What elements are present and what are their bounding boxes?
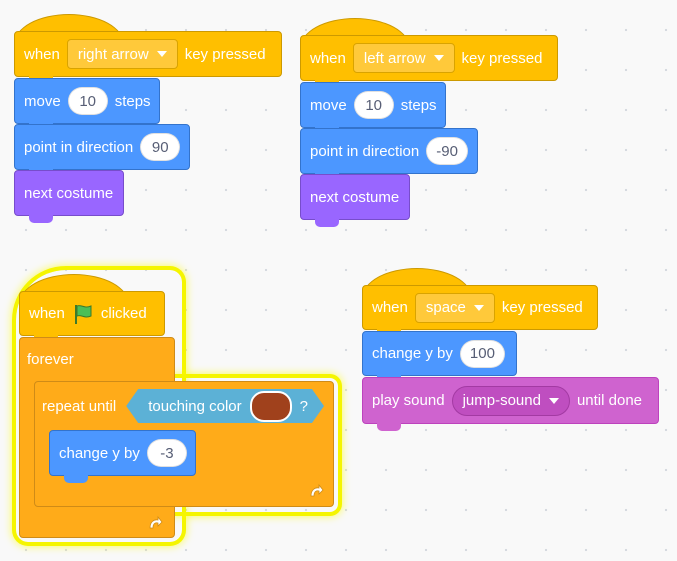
steps-input[interactable]: 10 xyxy=(353,91,394,119)
when-key-pressed-block[interactable]: when space key pressed xyxy=(362,285,598,337)
block-label: change y by xyxy=(372,345,453,362)
key-dropdown[interactable]: space xyxy=(414,292,495,323)
chevron-down-icon xyxy=(473,304,484,311)
condition-suffix: ? xyxy=(299,397,308,415)
block-label: clicked xyxy=(100,305,147,322)
forever-label-row: forever xyxy=(19,337,83,381)
touching-color-condition[interactable]: touching color ? xyxy=(126,389,324,423)
dropdown-value: left arrow xyxy=(363,49,426,67)
dropdown-value: right arrow xyxy=(77,45,149,63)
block-label: play sound xyxy=(372,392,445,409)
next-costume-block[interactable]: next costume xyxy=(300,174,410,227)
block-label: when xyxy=(372,299,408,316)
block-label: forever xyxy=(27,350,74,368)
chevron-down-icon xyxy=(156,51,167,57)
when-flag-clicked-block[interactable]: when clicked xyxy=(19,291,165,343)
when-key-pressed-block[interactable]: when left arrow key pressed xyxy=(300,35,558,88)
block-label: key pressed xyxy=(184,45,266,63)
key-dropdown[interactable]: left arrow xyxy=(352,43,455,73)
change-y-block[interactable]: change y by -3 xyxy=(49,430,196,483)
move-steps-block[interactable]: move 10 steps xyxy=(14,78,160,131)
change-y-block[interactable]: change y by 100 xyxy=(362,331,517,383)
block-label: change y by xyxy=(59,444,140,462)
point-in-direction-block[interactable]: point in direction 90 xyxy=(14,124,190,177)
chevron-down-icon xyxy=(548,397,559,404)
next-costume-block[interactable]: next costume xyxy=(14,170,124,223)
change-y-input[interactable]: -3 xyxy=(146,439,187,467)
block-label: key pressed xyxy=(501,299,583,316)
block-label: point in direction xyxy=(24,138,134,156)
dropdown-value: space xyxy=(425,299,466,316)
block-label: steps xyxy=(114,92,151,110)
block-label: steps xyxy=(400,96,437,114)
block-label: when xyxy=(29,305,65,322)
block-label: when xyxy=(310,49,346,67)
green-flag-icon xyxy=(74,304,92,324)
block-label: next costume xyxy=(24,184,114,202)
move-steps-block[interactable]: move 10 steps xyxy=(300,82,446,135)
block-label: move xyxy=(310,96,347,114)
steps-input[interactable]: 10 xyxy=(67,87,108,115)
loop-arrow-icon xyxy=(310,483,324,497)
change-y-input[interactable]: 100 xyxy=(459,339,505,368)
key-dropdown[interactable]: right arrow xyxy=(66,39,178,69)
sound-dropdown[interactable]: jump-sound xyxy=(451,385,570,416)
loop-arrow-icon xyxy=(149,515,163,529)
chevron-down-icon xyxy=(433,55,444,61)
block-label: point in direction xyxy=(310,142,420,160)
block-label: when xyxy=(24,45,60,63)
block-label: until done xyxy=(576,392,643,409)
play-sound-until-done-block[interactable]: play sound jump-sound until done xyxy=(362,377,659,431)
when-key-pressed-block[interactable]: when right arrow key pressed xyxy=(14,31,282,84)
dropdown-value: jump-sound xyxy=(462,392,541,409)
direction-input[interactable]: -90 xyxy=(426,137,468,165)
color-swatch[interactable] xyxy=(250,391,292,422)
block-label: move xyxy=(24,92,61,110)
repeat-until-row: repeat until touching color ? xyxy=(34,381,333,431)
block-label: key pressed xyxy=(461,49,543,67)
block-label: next costume xyxy=(310,188,400,206)
block-label: repeat until xyxy=(42,397,117,415)
point-in-direction-block[interactable]: point in direction -90 xyxy=(300,128,478,181)
condition-label: touching color xyxy=(148,397,242,415)
direction-input[interactable]: 90 xyxy=(140,133,181,161)
